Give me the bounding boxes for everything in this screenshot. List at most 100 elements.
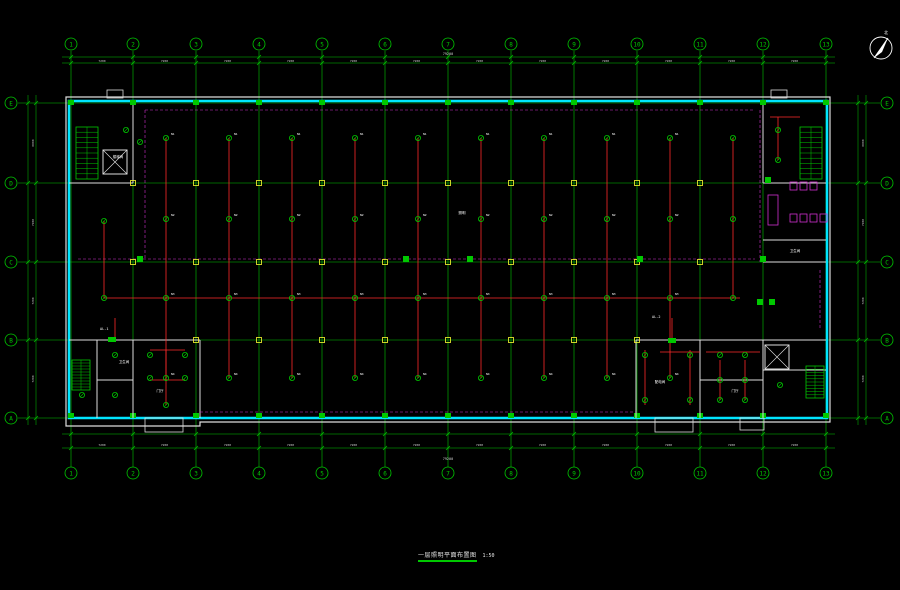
light-fixture-node [288, 294, 295, 301]
light-fixture-mark [352, 216, 358, 222]
ceiling-fixture [508, 259, 514, 265]
light-fixture-node [162, 134, 169, 141]
dimension-total-text: 79200 [443, 52, 454, 56]
lighting-circuits [103, 116, 800, 405]
axis-bubble-label: 4 [257, 42, 261, 49]
toilet-fixture [789, 181, 798, 191]
light-fixture-node [351, 294, 358, 301]
circuit-label: N4 [549, 372, 553, 376]
light-fixture-node [162, 374, 169, 381]
circuit-label: N1 [549, 132, 553, 136]
circuit-label: N4 [360, 372, 364, 376]
light-fixture-mark [163, 402, 169, 408]
axis-bubble-col [252, 37, 266, 51]
light-fixture-node [351, 134, 358, 141]
axis-bubble-label: 3 [194, 471, 198, 478]
light-fixture-mark [226, 295, 232, 301]
axis-bubble-label: 7 [446, 471, 450, 478]
light-fixture-mark [730, 295, 736, 301]
axis-bubble-col [693, 466, 707, 480]
elevator-shaft [102, 149, 128, 175]
dimension-text: 7200 [791, 59, 798, 63]
ceiling-fixture [634, 337, 640, 343]
light-fixture-node [541, 374, 548, 381]
axis-bubble-col [693, 37, 707, 51]
axis-bubble-col [252, 466, 266, 480]
axis-bubble-col [378, 37, 392, 51]
drawing-title-block: 一层照明平面布置图 1:50 [418, 550, 495, 566]
axis-bubble-label: 3 [194, 42, 198, 49]
ceiling-fixture [508, 337, 514, 343]
axis-bubble-label: 5 [320, 42, 324, 49]
toilet-fixture [789, 213, 798, 223]
axis-bubble-col [756, 466, 770, 480]
axis-bubble-col [441, 466, 455, 480]
column-marker [634, 100, 640, 105]
light-fixture-mark [604, 375, 610, 381]
axis-bubble-label: 11 [696, 42, 704, 49]
room-label-stair: 楼梯间 [113, 154, 124, 159]
light-fixture-mark [642, 397, 648, 403]
light-fixture-node [162, 294, 169, 301]
light-fixture-mark [777, 382, 783, 388]
dimension-text: 7200 [602, 59, 609, 63]
light-fixture-node [742, 396, 749, 403]
dimension-text: 7200 [728, 443, 735, 447]
axis-bubble-col [315, 466, 329, 480]
axis-bubble-col [441, 37, 455, 51]
circuit-label: N4 [675, 372, 679, 376]
drawing-title: 一层照明平面布置图 [418, 550, 477, 562]
light-fixture-node [604, 374, 611, 381]
light-fixture-mark [667, 375, 673, 381]
panel-label-left: AL-1 [100, 327, 108, 331]
dimension-text: 7200 [791, 443, 798, 447]
axis-bubble-label: 9 [572, 42, 576, 49]
axis-bubble-col [64, 37, 78, 51]
entrance-step-right [739, 417, 765, 431]
light-fixture-node [604, 134, 611, 141]
column-marker [634, 413, 640, 418]
column-marker [68, 100, 74, 105]
axis-bubble-col [630, 466, 644, 480]
light-fixture-mark [667, 216, 673, 222]
ceiling-fixture [445, 259, 451, 265]
axis-bubble-label: A [885, 416, 889, 423]
light-fixture-node [351, 374, 358, 381]
circuit-label: N2 [234, 213, 238, 217]
light-fixture-node [181, 351, 188, 358]
ceiling-fixture [319, 259, 325, 265]
light-fixture-mark [226, 375, 232, 381]
axis-bubble-label: D [9, 181, 13, 188]
circuit-label: N1 [675, 132, 679, 136]
axis-bubble-label: 8 [509, 471, 513, 478]
axis-bubble-col [630, 37, 644, 51]
dimension-text: 7200 [728, 59, 735, 63]
ceiling-fixture [256, 180, 262, 186]
dimension-text: 7200 [413, 59, 420, 63]
circuit-label: N2 [297, 213, 301, 217]
light-fixture-mark [541, 135, 547, 141]
circuit-label: N3 [297, 292, 301, 296]
light-fixture-mark [101, 218, 107, 224]
dimension-text: 7200 [161, 59, 168, 63]
axis-bubble-col [189, 37, 203, 51]
dimension-text: 7200 [287, 59, 294, 63]
light-fixture-node [112, 391, 119, 398]
light-fixture-mark [163, 135, 169, 141]
dimension-text: 7200 [861, 297, 865, 304]
column-marker [445, 100, 451, 105]
building-walls [65, 89, 831, 433]
light-fixture-node [288, 374, 295, 381]
light-fixture-node [477, 215, 484, 222]
entrance-canopy-right [654, 417, 694, 433]
light-fixture-mark [289, 295, 295, 301]
north-arrow-label: 北 [884, 29, 888, 35]
dimension-text: 7200 [98, 59, 105, 63]
axis-bubble-col [756, 37, 770, 51]
column-marker [130, 100, 136, 105]
room-partitions [69, 105, 828, 418]
dimension-text: 7200 [413, 443, 420, 447]
column-marker [508, 100, 514, 105]
